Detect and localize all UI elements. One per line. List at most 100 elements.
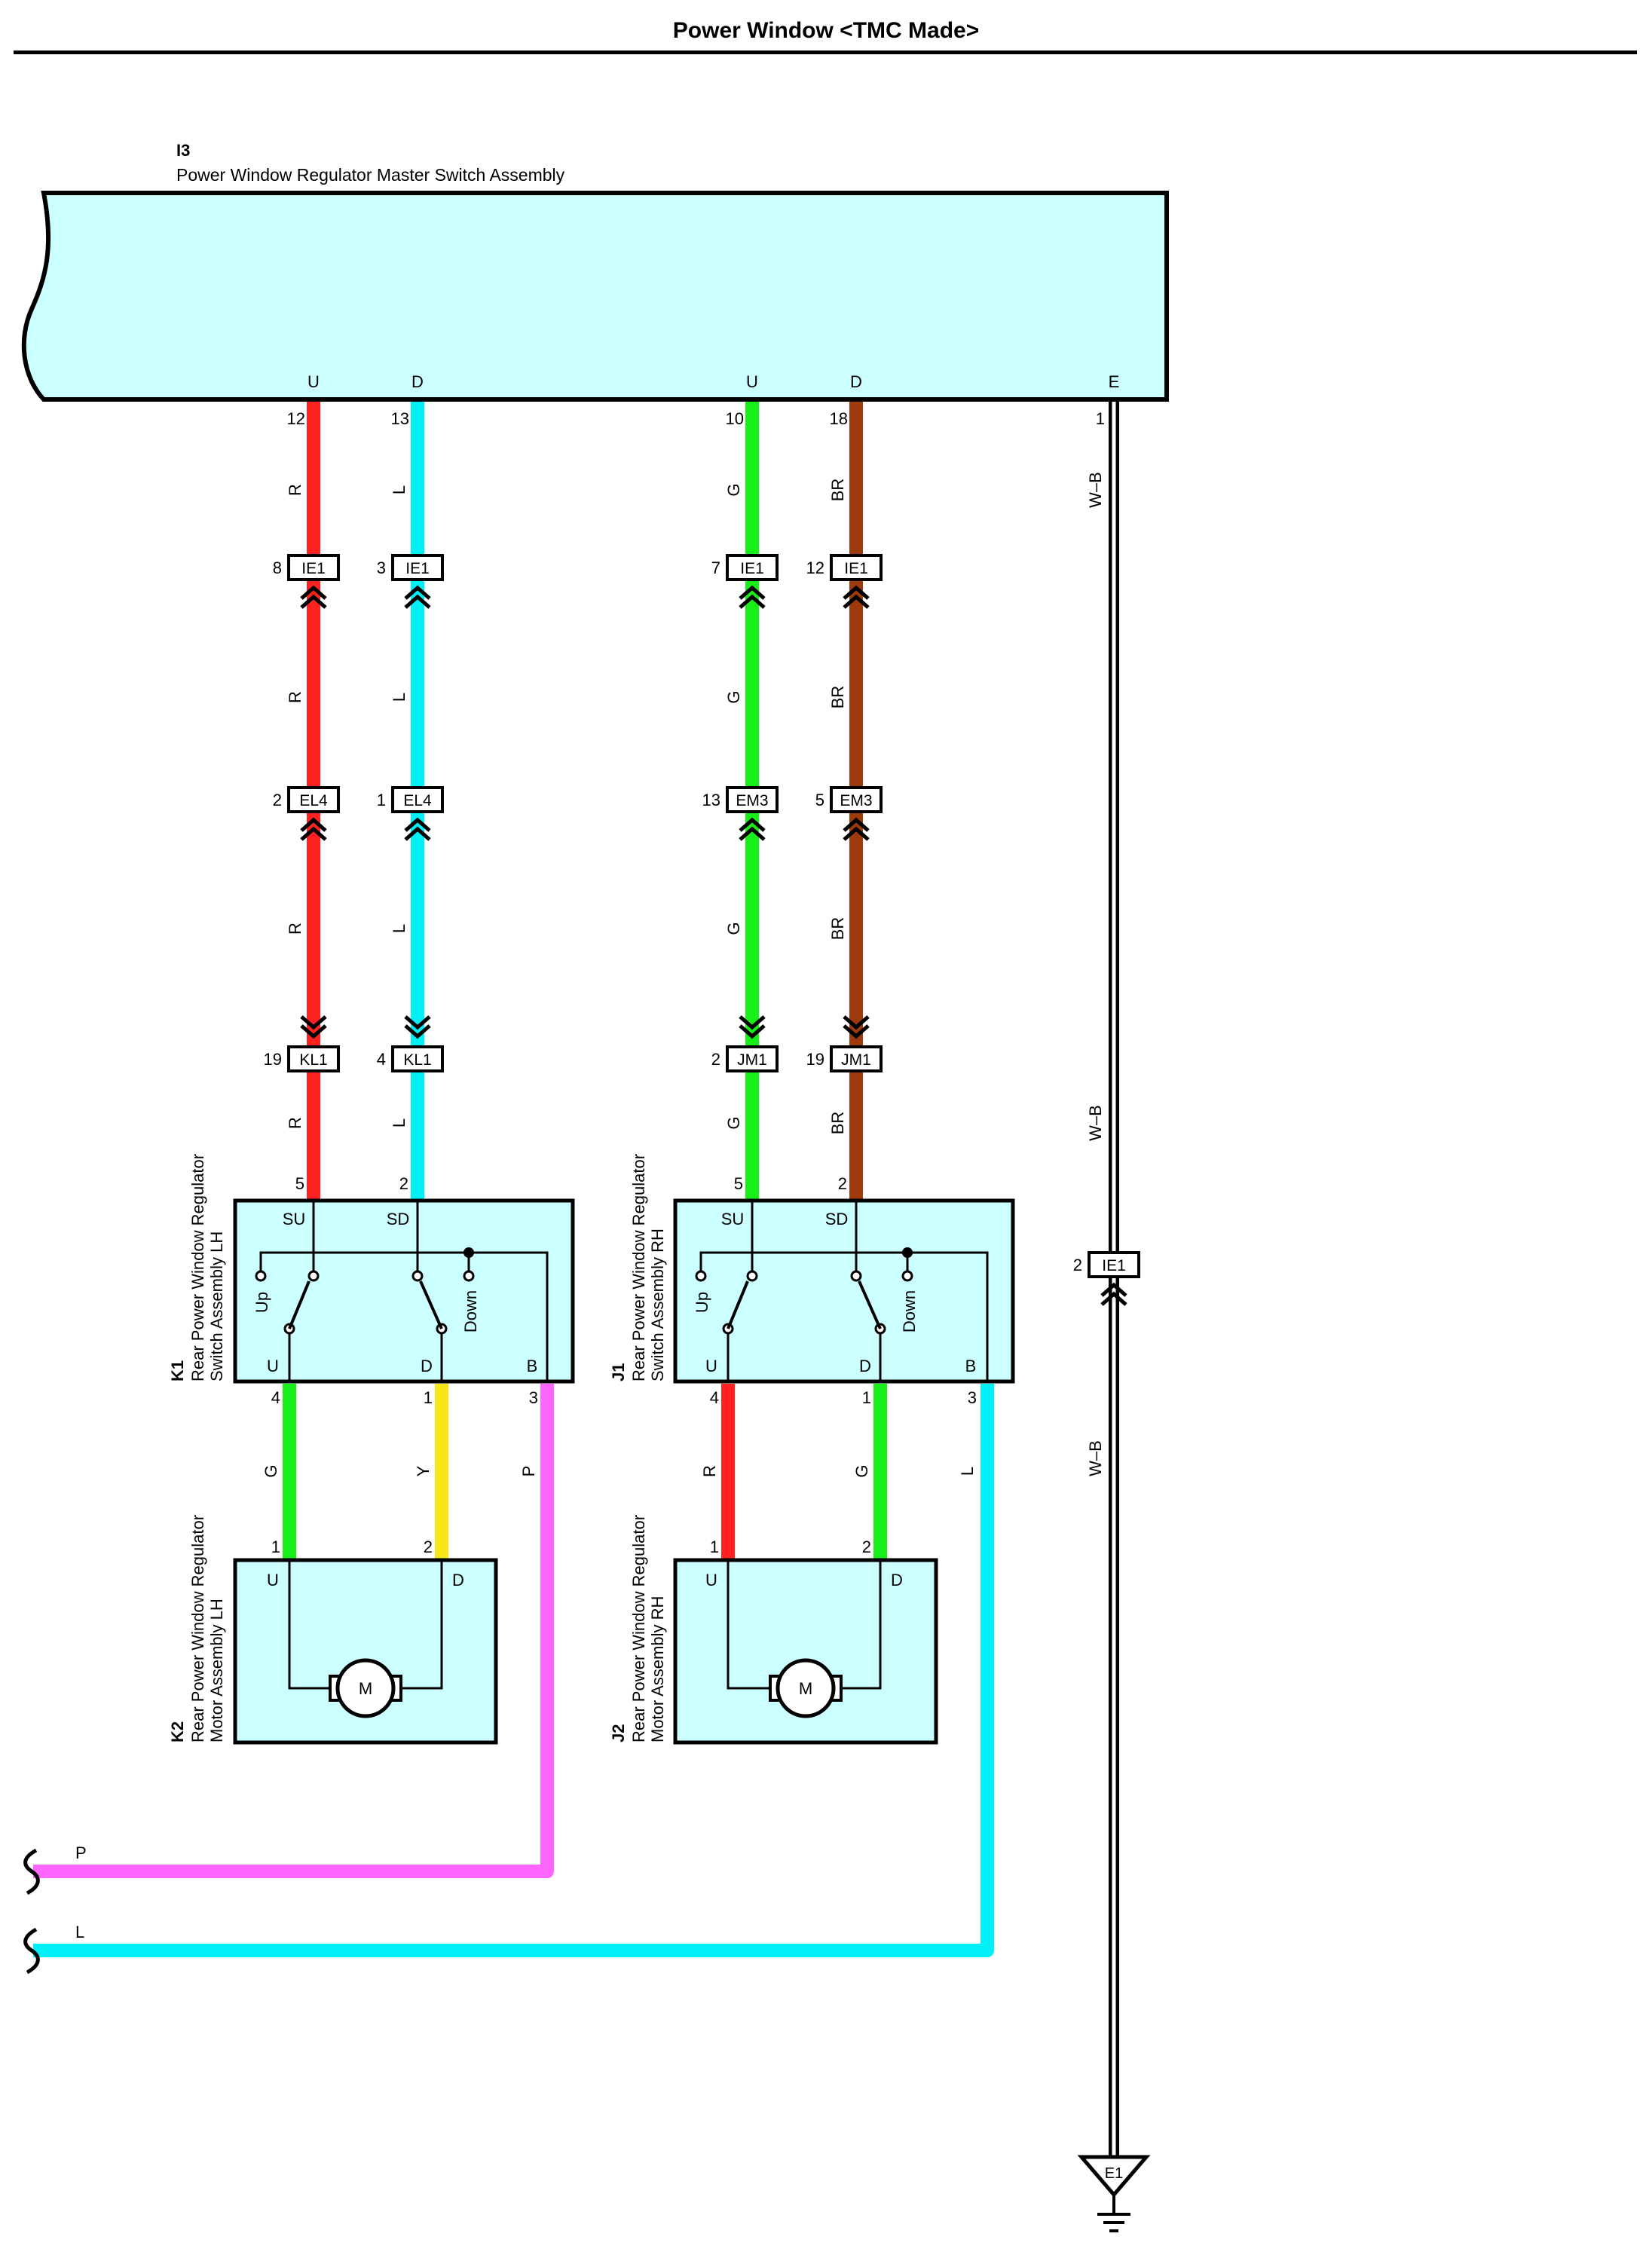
lh-switch-up-label: Up xyxy=(252,1292,271,1313)
break-mark-p xyxy=(23,1848,40,1895)
rh-up-end-pin: 5 xyxy=(734,1174,743,1193)
rh-out-pin-d: 1 xyxy=(862,1388,871,1407)
motor-lh xyxy=(233,1558,498,1745)
rh-down-c2: EM3 xyxy=(840,792,872,809)
ground-color-3: W–B xyxy=(1086,1440,1105,1476)
rh-up-color-3: G xyxy=(724,922,743,935)
rh-up-c2-pin: 13 xyxy=(702,791,720,809)
lh-up-color-3: R xyxy=(286,922,304,935)
rh-motor-term-d: D xyxy=(891,1571,903,1589)
page-title: Power Window <TMC Made> xyxy=(672,18,980,43)
rh-motor-code: J2 xyxy=(609,1724,628,1742)
rh-switch-term-d: D xyxy=(859,1357,871,1375)
rh-down-c2-pin: 5 xyxy=(815,791,824,809)
wire-ground xyxy=(1077,402,1151,2232)
rh-down-color-4: BR xyxy=(828,1112,847,1135)
rh-switch-code: J1 xyxy=(609,1363,628,1381)
lh-switch-term-sd: SD xyxy=(387,1210,410,1228)
rh-out-wire-b xyxy=(33,1384,994,1957)
wire-rh-up xyxy=(726,402,779,1200)
rh-down-end-pin: 2 xyxy=(838,1174,847,1193)
lh-up-color-2: R xyxy=(286,691,304,703)
lh-down-color-3: L xyxy=(390,924,408,933)
wire-lh-down xyxy=(391,402,444,1200)
rh-switch-term-sd: SD xyxy=(825,1210,849,1228)
lh-up-master-pin: 12 xyxy=(287,409,305,428)
switch-lh xyxy=(233,1198,575,1384)
rh-down-color-3: BR xyxy=(828,917,847,941)
lh-down-c3: KL1 xyxy=(403,1051,431,1069)
rh-down-c1-pin: 12 xyxy=(806,558,824,577)
master-pin-e: E xyxy=(1109,372,1120,391)
lh-switch-name-2: Switch Assembly LH xyxy=(207,1231,226,1381)
rh-motor-symbol: M xyxy=(799,1679,812,1698)
ground-master-pin: 1 xyxy=(1096,409,1105,428)
rh-up-c1-pin: 7 xyxy=(711,558,720,577)
rh-up-c3: JM1 xyxy=(737,1051,767,1069)
rh-switch-down-label: Down xyxy=(900,1290,919,1332)
rh-up-c1: IE1 xyxy=(740,560,764,577)
rh-switch-term-b: B xyxy=(965,1357,977,1375)
lh-down-master-pin: 13 xyxy=(391,409,409,428)
lh-down-end-pin: 2 xyxy=(399,1174,408,1193)
title-rule xyxy=(14,50,1637,54)
lh-out-pin-u: 4 xyxy=(271,1388,280,1407)
rh-switch-up-label: Up xyxy=(693,1292,711,1313)
lh-switch-term-u: U xyxy=(267,1357,279,1375)
lh-out-color-b: P xyxy=(519,1466,538,1477)
lh-out-pin-b: 3 xyxy=(529,1388,538,1407)
break-mark-l xyxy=(23,1927,40,1975)
lh-up-c1: IE1 xyxy=(301,560,326,577)
rh-up-color-4: G xyxy=(724,1116,743,1129)
rh-up-c3-pin: 2 xyxy=(711,1050,720,1069)
rh-down-master-pin: 18 xyxy=(830,409,848,428)
lh-motor-symbol: M xyxy=(359,1679,372,1698)
lh-motor-name-1: Rear Power Window Regulator xyxy=(188,1515,207,1742)
rh-down-color-1: BR xyxy=(828,479,847,502)
rh-out-color-u: R xyxy=(700,1465,719,1477)
rh-motor-name-1: Rear Power Window Regulator xyxy=(629,1515,648,1742)
lh-up-c2-pin: 2 xyxy=(273,791,282,809)
lh-motor-term-u: U xyxy=(267,1571,279,1589)
rh-switch-name-1: Rear Power Window Regulator xyxy=(629,1154,648,1381)
ground-c: IE1 xyxy=(1102,1257,1126,1274)
motor-rh xyxy=(673,1558,938,1745)
lh-switch-down-label: Down xyxy=(461,1290,480,1332)
rh-up-color-1: G xyxy=(724,483,743,496)
rh-out-color-b: L xyxy=(958,1467,977,1476)
lh-motor-pin-1: 1 xyxy=(271,1537,280,1556)
lh-down-c1: IE1 xyxy=(405,560,430,577)
lh-down-c2-pin: 1 xyxy=(377,791,386,809)
rh-out-color-d: G xyxy=(852,1464,871,1477)
rh-switch-term-su: SU xyxy=(721,1210,745,1228)
lh-switch-name-1: Rear Power Window Regulator xyxy=(188,1154,207,1381)
ground-color-1: W–B xyxy=(1086,472,1105,508)
lh-out-pin-d: 1 xyxy=(424,1388,433,1407)
master-code: I3 xyxy=(176,141,190,160)
rh-motor-term-u: U xyxy=(705,1571,717,1589)
rh-down-c3-pin: 19 xyxy=(806,1050,824,1069)
lh-up-color-1: R xyxy=(286,484,304,496)
lh-switch-term-b: B xyxy=(527,1357,538,1375)
ground-color-2: W–B xyxy=(1086,1105,1105,1141)
master-pin-u-right: U xyxy=(746,372,758,391)
lh-down-c2: EL4 xyxy=(403,792,432,809)
master-name: Power Window Regulator Master Switch Ass… xyxy=(176,165,565,185)
lh-down-color-4: L xyxy=(390,1118,408,1127)
ground-point-label: E1 xyxy=(1105,2165,1123,2182)
master-switch-box xyxy=(21,191,1169,402)
lh-down-color-1: L xyxy=(390,485,408,494)
continuation-label-p: P xyxy=(75,1843,87,1862)
wire-lh-up xyxy=(287,402,340,1200)
rh-out-pin-u: 4 xyxy=(710,1388,719,1407)
lh-down-color-2: L xyxy=(390,693,408,702)
rh-down-c3: JM1 xyxy=(841,1051,871,1069)
rh-up-color-2: G xyxy=(724,690,743,703)
lh-motor-name-2: Motor Assembly LH xyxy=(207,1599,226,1742)
lh-up-end-pin: 5 xyxy=(295,1174,304,1193)
wire-rh-down xyxy=(830,402,883,1200)
ground-c-pin: 2 xyxy=(1073,1256,1082,1274)
lh-out-color-d: Y xyxy=(414,1465,433,1476)
lh-up-color-4: R xyxy=(286,1117,304,1129)
lh-switch-term-d: D xyxy=(421,1357,433,1375)
